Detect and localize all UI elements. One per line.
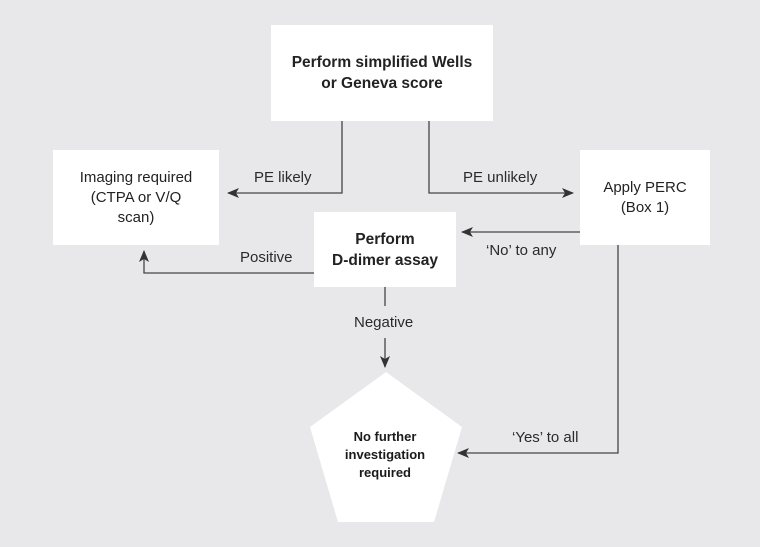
node-apply-perc: Apply PERC (Box 1) bbox=[580, 150, 710, 245]
node-text: Perform simplified Wells bbox=[291, 54, 473, 71]
node-text: (CTPA or V/Q bbox=[90, 188, 182, 206]
node-text: scan) bbox=[117, 208, 155, 226]
edge-pe-unlikely bbox=[428, 121, 574, 198]
node-text: Imaging required bbox=[79, 168, 193, 186]
edge-label-positive: Positive bbox=[240, 249, 293, 266]
edge-label-pe-unlikely: PE unlikely bbox=[463, 169, 538, 186]
edge-label-negative: Negative bbox=[354, 314, 414, 331]
node-text: Apply PERC bbox=[603, 178, 687, 196]
edge-positive bbox=[139, 250, 314, 274]
node-d-dimer-assay: Perform D-dimer assay bbox=[314, 212, 456, 287]
node-text: D-dimer assay bbox=[332, 251, 438, 269]
edge-label-yes-to-all: ‘Yes’ to all bbox=[512, 429, 579, 446]
node-text: Perform bbox=[355, 230, 415, 248]
node-text: (Box 1) bbox=[620, 198, 670, 216]
pentagon-shape bbox=[310, 372, 462, 522]
node-imaging-required: Imaging required (CTPA or V/Q scan) bbox=[53, 150, 219, 245]
node-text: or Geneva score bbox=[321, 75, 443, 92]
node-text: required bbox=[358, 465, 411, 480]
final-node-label: No further investigation required bbox=[320, 428, 450, 482]
node-no-further-investigation bbox=[310, 372, 462, 522]
edge-label-pe-likely: PE likely bbox=[254, 169, 312, 186]
edge-label-no-to-any: ‘No’ to any bbox=[486, 242, 557, 259]
edge-pe-likely bbox=[227, 121, 343, 198]
node-text: No further bbox=[353, 429, 417, 444]
edge-yes-to-all bbox=[457, 245, 619, 458]
node-text: investigation bbox=[344, 447, 426, 462]
node-wells-geneva-score: Perform simplified Wells or Geneva score bbox=[271, 25, 493, 121]
